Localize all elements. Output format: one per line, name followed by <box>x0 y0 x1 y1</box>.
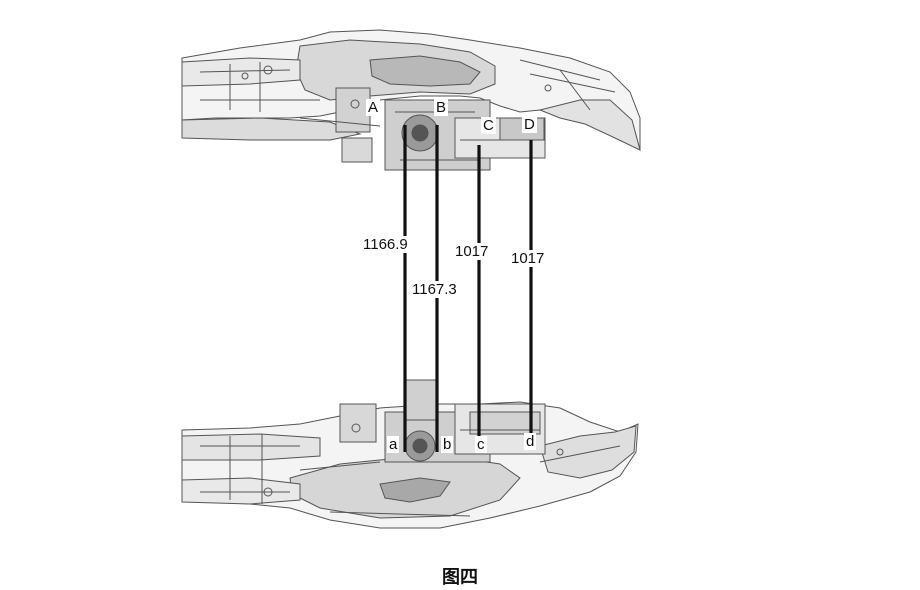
top-hole-1 <box>263 65 273 75</box>
top-bracket-lower <box>341 137 373 163</box>
bottom-bracket-tall <box>403 379 439 421</box>
bottom-hole-1 <box>263 487 273 497</box>
point-label-c: c <box>475 436 487 453</box>
top-right-fender <box>538 99 641 151</box>
top-tunnel-inner <box>369 55 481 87</box>
top-bracket-left <box>335 87 371 133</box>
point-label-d: d <box>524 433 537 450</box>
bottom-chassis-view <box>181 379 639 529</box>
top-lower-rail <box>181 117 362 141</box>
bottom-lower-rail <box>181 477 301 505</box>
point-label-D: D <box>522 116 537 133</box>
dim-value-a: 1166.9 <box>361 236 410 253</box>
point-label-C: C <box>481 117 496 134</box>
top-mount-hole <box>411 124 429 142</box>
bottom-hole-2 <box>351 423 361 433</box>
dim-value-b: 1167.3 <box>410 281 459 298</box>
bottom-rear-box-inner <box>469 411 541 435</box>
bottom-hole-3 <box>556 448 564 456</box>
point-label-A: A <box>366 99 381 116</box>
top-hole-3 <box>350 99 360 109</box>
figure-caption: 图四 <box>442 567 478 588</box>
bottom-detail-lines <box>200 429 621 517</box>
top-hole-4 <box>544 84 552 92</box>
top-chassis-view <box>181 29 641 171</box>
point-label-b: b <box>441 436 454 453</box>
dim-value-c: 1017 <box>453 243 491 260</box>
dim-value-d: 1017 <box>509 250 547 267</box>
top-hole-2 <box>241 72 249 80</box>
point-label-a: a <box>387 436 400 453</box>
bottom-left-rail <box>181 433 321 461</box>
bottom-mount-hole <box>412 438 428 454</box>
bottom-tunnel-inner <box>379 477 451 503</box>
top-left-rail <box>181 57 301 87</box>
bottom-bracket-left <box>339 403 377 443</box>
point-label-B: B <box>434 99 449 116</box>
